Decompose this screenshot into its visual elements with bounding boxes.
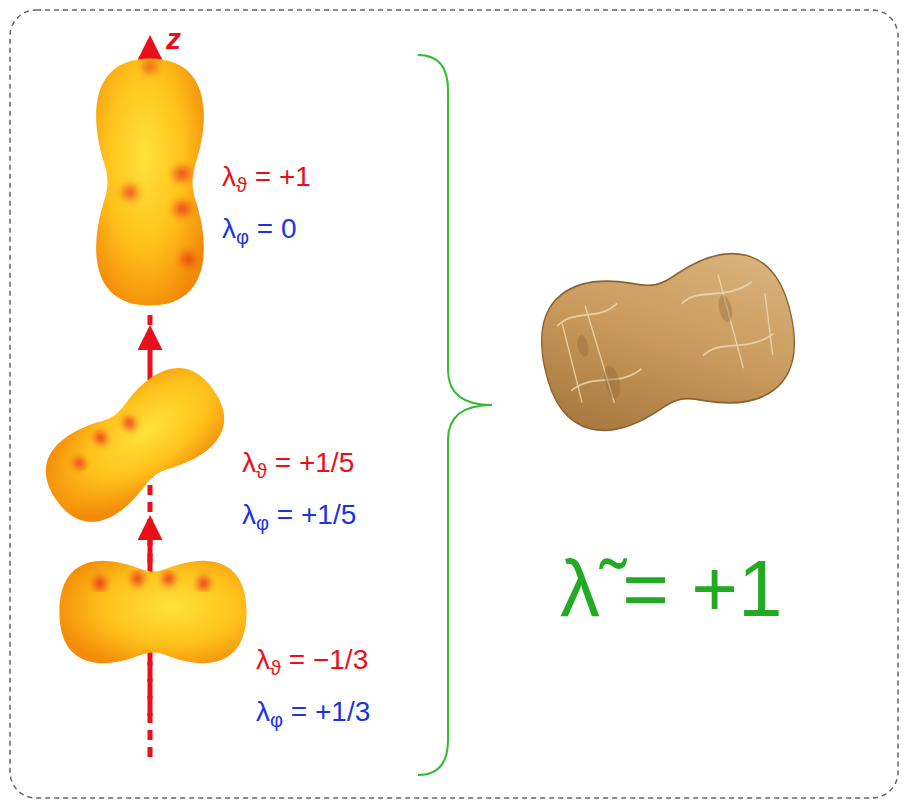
- parameter-label: λφ = +1/5: [242, 500, 356, 531]
- parameter-label: λϑ = +1/5: [242, 448, 354, 479]
- angular-distribution: [59, 561, 246, 663]
- frame: [10, 10, 898, 798]
- parameter-label: λφ = 0: [222, 214, 297, 245]
- parameter-label: λϑ = −1/3: [256, 645, 368, 676]
- axis-label: z: [166, 22, 181, 55]
- angular-distribution: [96, 58, 204, 305]
- peanut-image: [529, 243, 806, 441]
- parameter-label: λϑ = +1: [222, 162, 311, 193]
- parameter-label: λφ = +1/3: [256, 697, 370, 728]
- brace: [418, 55, 492, 775]
- result-label: λ̃ = +1: [560, 545, 782, 633]
- angular-distribution: [30, 352, 240, 537]
